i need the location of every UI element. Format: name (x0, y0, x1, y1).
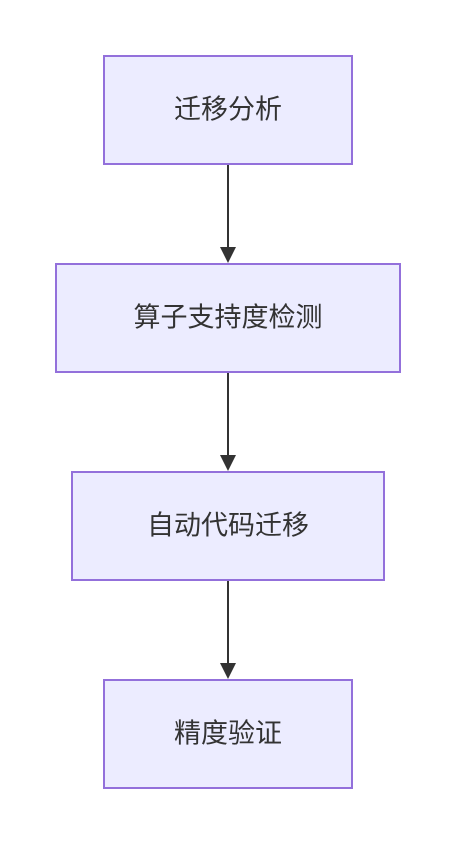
node-operator-support-check[interactable]: 算子支持度检测 (55, 263, 401, 373)
node-label: 算子支持度检测 (134, 303, 323, 334)
edge-migration-analysis-to-operator-check (220, 164, 236, 263)
edge-auto-migration-to-precision-check (220, 580, 236, 679)
node-migration-analysis[interactable]: 迁移分析 (103, 55, 353, 165)
edge-operator-check-to-auto-migration (220, 372, 236, 471)
arrowhead-icon (220, 663, 236, 679)
arrowhead-icon (220, 247, 236, 263)
node-label: 精度验证 (174, 719, 282, 750)
node-label: 自动代码迁移 (147, 511, 309, 542)
node-auto-code-migration[interactable]: 自动代码迁移 (71, 471, 385, 581)
node-label: 迁移分析 (174, 95, 282, 126)
node-precision-verification[interactable]: 精度验证 (103, 679, 353, 789)
arrowhead-icon (220, 455, 236, 471)
